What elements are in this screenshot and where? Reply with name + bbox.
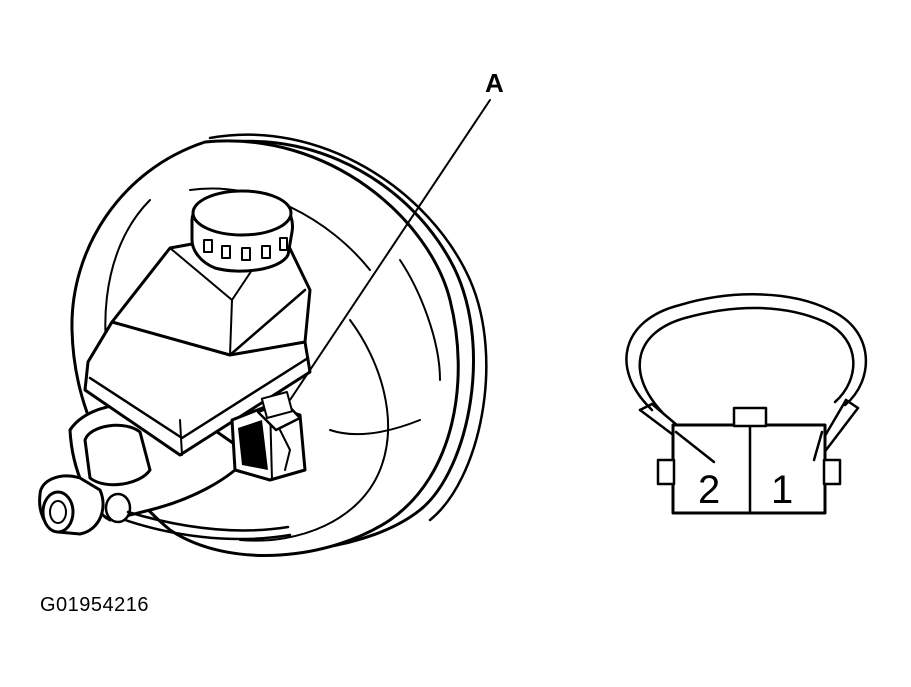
callout-leader-line xyxy=(289,99,491,401)
connector-wire-loop xyxy=(625,293,868,412)
connector-terminal-2-label: 2 xyxy=(698,468,721,512)
connector-right-tab xyxy=(822,458,842,486)
connector-terminal-1-label: 1 xyxy=(771,468,794,512)
connector-left-tab xyxy=(656,458,676,486)
figure-id: G01954216 xyxy=(40,594,150,616)
connector-latch xyxy=(732,406,768,428)
reservoir-cap xyxy=(190,189,295,273)
fluid-reservoir xyxy=(83,226,312,457)
fluid-level-sensor xyxy=(230,390,307,482)
connector-diagram xyxy=(625,293,868,515)
callout-label-a: A xyxy=(485,68,504,98)
